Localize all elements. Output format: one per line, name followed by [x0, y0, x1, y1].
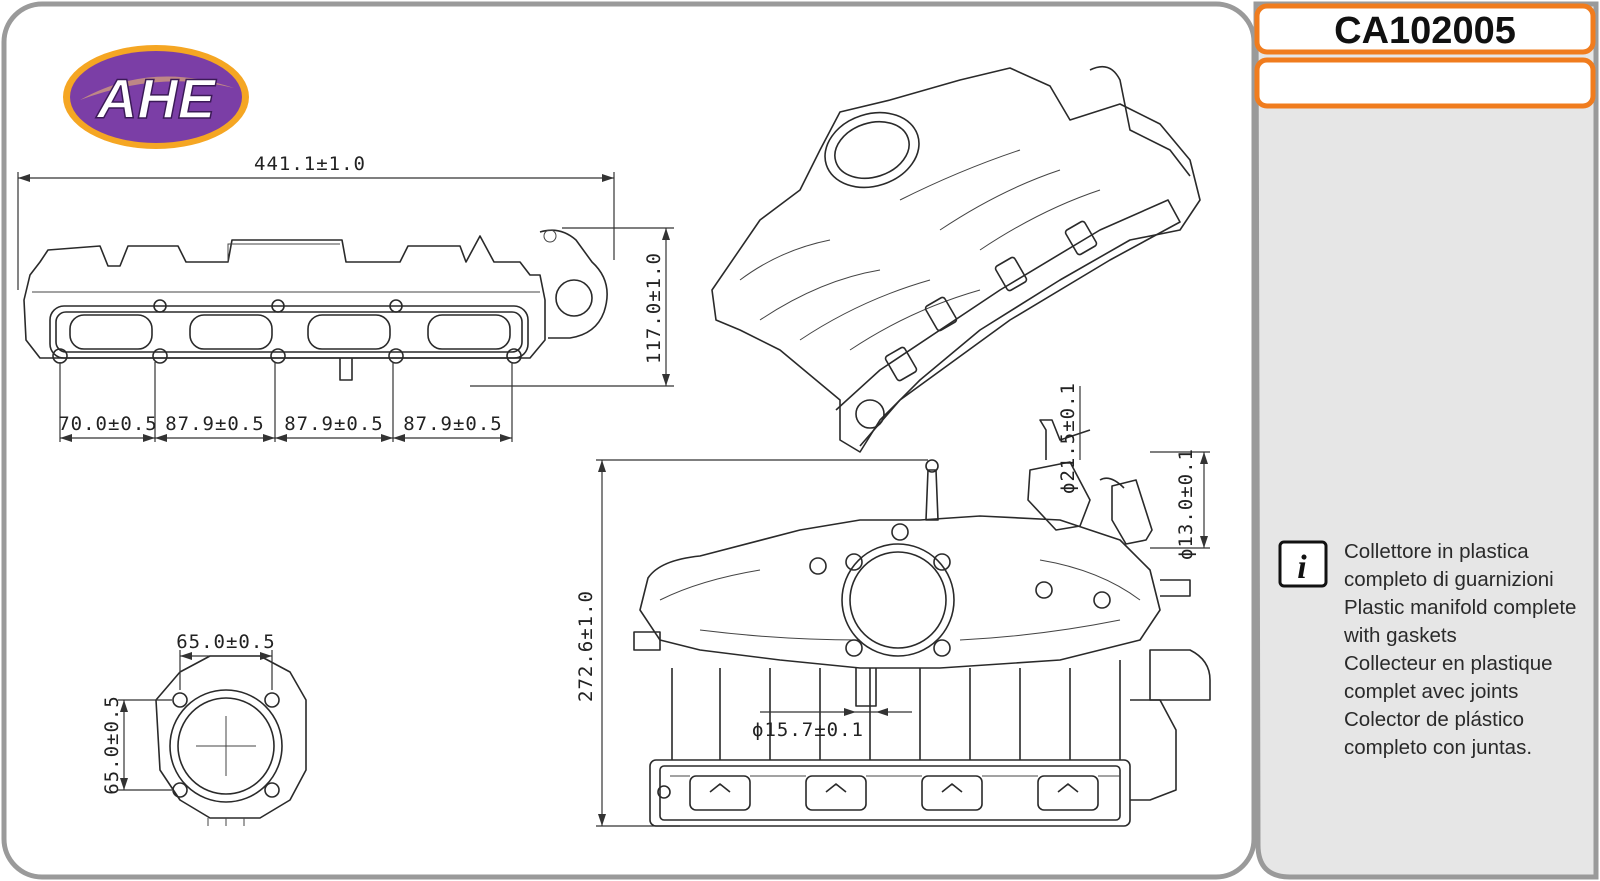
desc-line-es-1: Colector de plástico: [1344, 708, 1525, 731]
drawing-frame: [1, 1, 1257, 880]
svg-text:i: i: [1297, 549, 1307, 586]
logo-text: AHE: [95, 67, 217, 130]
info-icon: i: [1278, 540, 1328, 588]
dim-overall-height: 272.6±1.0: [575, 590, 597, 702]
dim-total-length: 441.1±1.0: [254, 153, 366, 175]
desc-line-it-1: Collettore in plastica: [1344, 540, 1529, 563]
part-subtitle-box: [1254, 57, 1596, 109]
desc-line-es-2: completo con juntas.: [1344, 736, 1533, 759]
desc-line-fr-1: Collecteur en plastique: [1344, 652, 1553, 675]
side-view-drawing: 441.1±1.0 117.0±1.0 70.0±0: [17, 153, 674, 442]
ahe-logo: AHE: [63, 45, 249, 149]
desc-line-it-2: completo di guarnizioni: [1344, 568, 1554, 591]
dim-pipe-diameter-1: ϕ15.7±0.1: [752, 719, 864, 741]
dim-spacing-1: 70.0±0.5: [58, 413, 158, 435]
part-number-box: [1254, 3, 1596, 55]
flange-view-drawing: 65.0±0.5 65.0±0.5: [101, 631, 307, 826]
dim-spacing-2: 87.9±0.5: [165, 413, 265, 435]
dim-spacing-3: 87.9±0.5: [284, 413, 384, 435]
dim-height: 117.0±1.0: [643, 252, 665, 364]
side-panel: [1253, 1, 1599, 880]
isometric-view-drawing: [711, 65, 1201, 453]
desc-line-fr-2: complet avec joints: [1344, 680, 1519, 703]
description-text: Collettore in plastica completo di guarn…: [1344, 538, 1577, 762]
dim-flange-height: 65.0±0.5: [101, 695, 123, 795]
desc-line-en-2: with gaskets: [1344, 624, 1457, 647]
desc-line-en-1: Plastic manifold complete: [1344, 596, 1577, 619]
dim-spacing-4: 87.9±0.5: [403, 413, 503, 435]
top-view-drawing: 272.6±1.0 ϕ15.7±0.1: [575, 382, 1211, 827]
part-number: CA102005: [1334, 10, 1516, 52]
dim-pipe-diameter-3: ϕ13.0±0.1: [1175, 448, 1197, 560]
dim-pipe-diameter-2: ϕ21.5±0.1: [1057, 382, 1079, 494]
dim-flange-width: 65.0±0.5: [176, 631, 276, 653]
